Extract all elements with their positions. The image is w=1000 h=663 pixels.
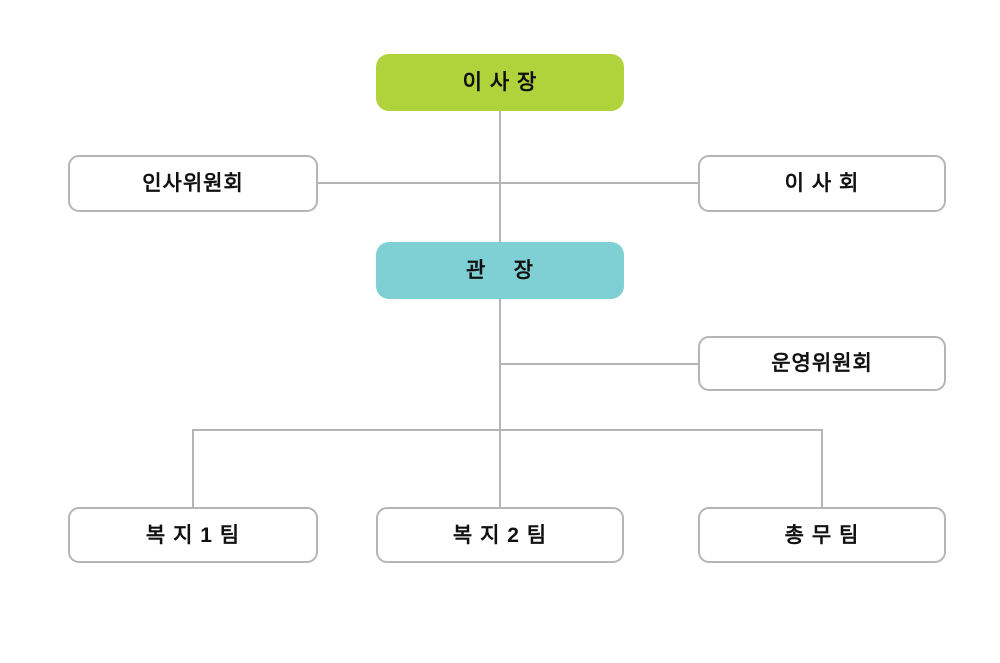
node-chairman: 이 사 장 — [376, 54, 624, 111]
node-general-affairs-team-label: 총 무 팀 — [784, 523, 860, 547]
node-welfare-team-2-label: 복 지 2 팀 — [452, 523, 548, 547]
connector-drop-general-affairs — [821, 429, 823, 507]
node-welfare-team-1-label: 복 지 1 팀 — [145, 523, 241, 547]
node-personnel-committee: 인사위원회 — [68, 155, 318, 212]
node-general-affairs-team: 총 무 팀 — [698, 507, 946, 563]
node-chairman-label: 이 사 장 — [462, 71, 538, 94]
connector-drop-welfare-team-1 — [192, 429, 194, 507]
node-welfare-team-2: 복 지 2 팀 — [376, 507, 624, 563]
connector-teams-branch — [192, 429, 823, 431]
node-board-of-directors: 이 사 회 — [698, 155, 946, 212]
node-steering-committee: 운영위원회 — [698, 336, 946, 391]
connector-director-teams-trunk — [499, 299, 501, 507]
node-board-of-directors-label: 이 사 회 — [784, 172, 860, 195]
node-director: 관 장 — [376, 242, 624, 299]
node-welfare-team-1: 복 지 1 팀 — [68, 507, 318, 563]
connector-personnel-board — [317, 182, 699, 184]
connector-chairman-director — [499, 111, 501, 243]
connector-director-steering — [500, 363, 698, 365]
node-director-label: 관 장 — [466, 259, 534, 282]
node-personnel-committee-label: 인사위원회 — [142, 172, 244, 195]
node-steering-committee-label: 운영위원회 — [771, 352, 873, 375]
